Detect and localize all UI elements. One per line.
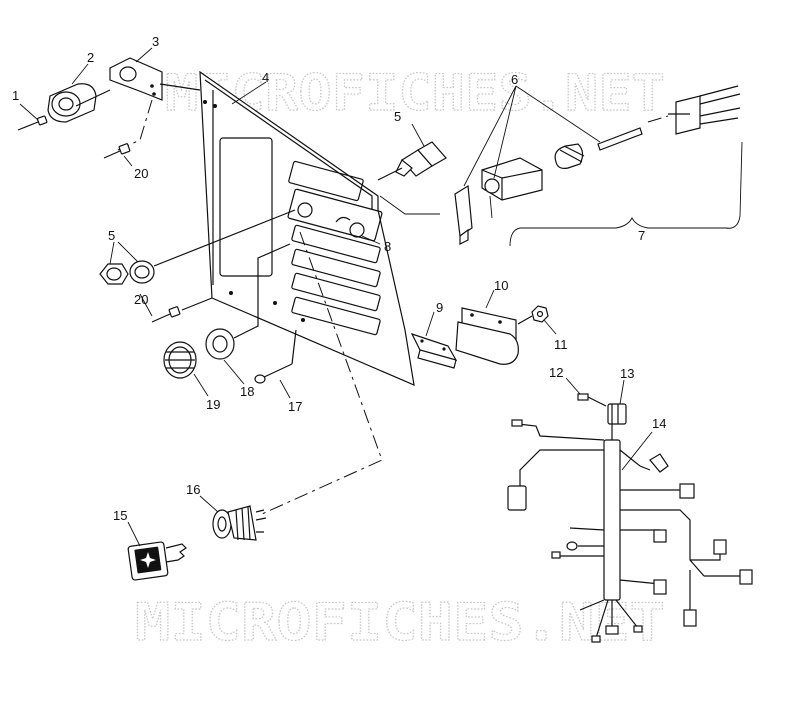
callout-5-upper: 5 xyxy=(394,109,401,124)
callout-1: 1 xyxy=(12,88,19,103)
ignition-switch-part-16[interactable] xyxy=(212,505,267,541)
connector-part-12[interactable] xyxy=(577,393,607,407)
callout-18: 18 xyxy=(240,384,254,399)
nut-part-11[interactable] xyxy=(531,305,549,323)
screw-part-20-lower[interactable] xyxy=(151,306,181,323)
key-part-15[interactable] xyxy=(127,541,187,581)
callout-4: 4 xyxy=(262,70,269,85)
callout-19: 19 xyxy=(206,397,220,412)
screw-part-20-upper[interactable] xyxy=(103,143,131,159)
callout-20-lower: 20 xyxy=(134,292,148,307)
knob-part-10[interactable] xyxy=(455,307,519,365)
callout-12: 12 xyxy=(549,365,563,380)
screw-part-1[interactable] xyxy=(17,115,48,131)
callout-6: 6 xyxy=(511,72,518,87)
wiring-harness-part-14[interactable] xyxy=(507,403,753,643)
screw-part-17[interactable] xyxy=(254,363,293,384)
callout-5-lower: 5 xyxy=(108,228,115,243)
bezel-part-2[interactable] xyxy=(47,83,97,123)
callout-17: 17 xyxy=(288,399,302,414)
callout-2: 2 xyxy=(87,50,94,65)
callout-7: 7 xyxy=(638,228,645,243)
toggle-switch-part-5[interactable] xyxy=(395,141,447,177)
callout-13: 13 xyxy=(620,366,634,381)
watermark-bottom: MICROFICHES.NET xyxy=(135,593,665,653)
bracket-part-9[interactable] xyxy=(410,332,458,369)
star-washer-part-18[interactable] xyxy=(205,328,235,360)
callout-8: 8 xyxy=(384,239,391,254)
nut-washer-part-5[interactable] xyxy=(99,260,155,285)
callout-16: 16 xyxy=(186,482,200,497)
callout-15: 15 xyxy=(113,508,127,523)
ring-nut-part-19[interactable] xyxy=(163,341,197,379)
switch-assembly-part-6[interactable] xyxy=(454,85,741,245)
callout-11: 11 xyxy=(554,337,568,352)
callout-20-upper: 20 xyxy=(134,166,148,181)
callout-10: 10 xyxy=(494,278,508,293)
callout-14: 14 xyxy=(652,416,666,431)
callout-9: 9 xyxy=(436,300,443,315)
bracket-part-3[interactable] xyxy=(109,57,163,101)
callout-3: 3 xyxy=(152,34,159,49)
